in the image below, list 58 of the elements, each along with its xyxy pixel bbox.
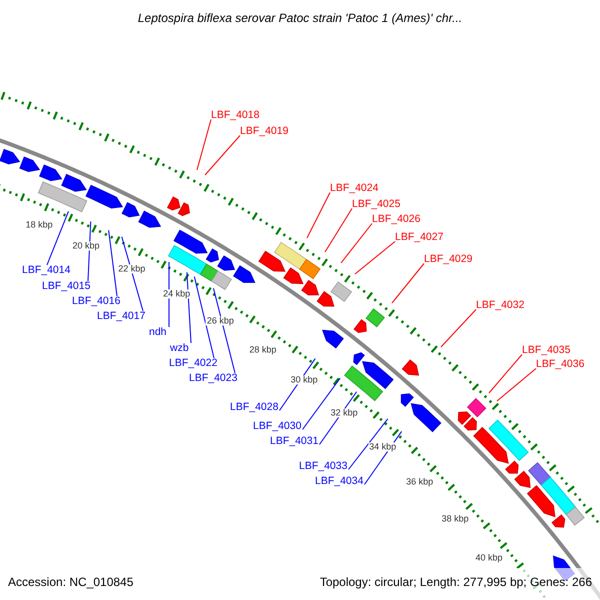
gene-label: ndh bbox=[149, 327, 167, 338]
leader-line bbox=[168, 261, 170, 328]
scale-label: 28 kbp bbox=[248, 345, 278, 354]
leader-line bbox=[354, 241, 396, 274]
gene-label: wzb bbox=[170, 343, 189, 354]
gene-label: LBF_4029 bbox=[424, 254, 472, 264]
scale-label: 26 kbp bbox=[206, 316, 235, 326]
scale-label: 22 kbp bbox=[117, 264, 146, 274]
leader-line bbox=[108, 230, 118, 296]
scale-label: 36 kbp bbox=[405, 478, 434, 487]
scale-label: 20 kbp bbox=[71, 241, 100, 250]
gene-label: LBF_4018 bbox=[211, 110, 260, 120]
gene-label: LBF_4023 bbox=[189, 373, 238, 384]
leader-line bbox=[204, 135, 240, 176]
gene-label: LBF_4034 bbox=[315, 476, 364, 486]
accession-text: Accession: NC_010845 bbox=[8, 576, 134, 588]
gene-label: LBF_4032 bbox=[476, 300, 524, 310]
gene-label: LBF_4028 bbox=[230, 402, 278, 412]
leader-line bbox=[46, 210, 69, 266]
gene-label: LBF_4030 bbox=[253, 421, 302, 432]
leader-line bbox=[324, 208, 352, 252]
scale-label: 24 kbp bbox=[162, 290, 192, 299]
gene-label: LBF_4026 bbox=[372, 214, 420, 224]
leader-line bbox=[212, 288, 236, 374]
leader-line bbox=[496, 368, 536, 402]
gene-label: LBF_4027 bbox=[395, 232, 444, 242]
leader-line bbox=[196, 119, 212, 170]
leader-line bbox=[306, 192, 330, 238]
gene-label: LBF_4033 bbox=[299, 461, 348, 472]
scale-label: 40 kbp bbox=[474, 553, 504, 562]
leader-line bbox=[392, 263, 424, 304]
scale-label: 18 kbp bbox=[24, 220, 54, 230]
leader-line bbox=[488, 354, 522, 394]
leader-line bbox=[440, 309, 476, 348]
gene-label: LBF_4025 bbox=[352, 199, 400, 210]
gene-label: LBF_4014 bbox=[22, 265, 70, 276]
map-title: Leptospira biflexa serovar Patoc strain 'Patoc 1 (Ames)' chr... bbox=[136, 12, 464, 24]
leader-line bbox=[340, 223, 372, 264]
genome-info-text: Topology: circular; Length: 277,995 bp; Genes: 266 bbox=[320, 576, 592, 588]
scale-label: 32 kbp bbox=[330, 408, 359, 418]
gene-label: LBF_4024 bbox=[330, 183, 378, 194]
gene-label: LBF_4015 bbox=[42, 281, 90, 292]
leader-line bbox=[194, 276, 214, 358]
leader-line bbox=[121, 236, 144, 312]
leader-line bbox=[302, 378, 341, 430]
leader-line bbox=[186, 272, 192, 344]
gene-label: LBF_4035 bbox=[522, 345, 570, 356]
leader-line bbox=[88, 221, 92, 282]
gene-label: LBF_4017 bbox=[97, 311, 146, 322]
gene-label: LBF_4019 bbox=[240, 126, 288, 136]
gene-label: LBF_4031 bbox=[270, 436, 318, 446]
gene-label: LBF_4016 bbox=[72, 296, 120, 306]
gene-label: LBF_4036 bbox=[536, 359, 584, 370]
gene-label: LBF_4022 bbox=[169, 358, 218, 368]
scale-label: 38 kbp bbox=[440, 514, 470, 524]
scale-label: 30 kbp bbox=[290, 376, 319, 385]
scale-label: 34 kbp bbox=[368, 442, 398, 452]
leader-line bbox=[348, 418, 388, 470]
